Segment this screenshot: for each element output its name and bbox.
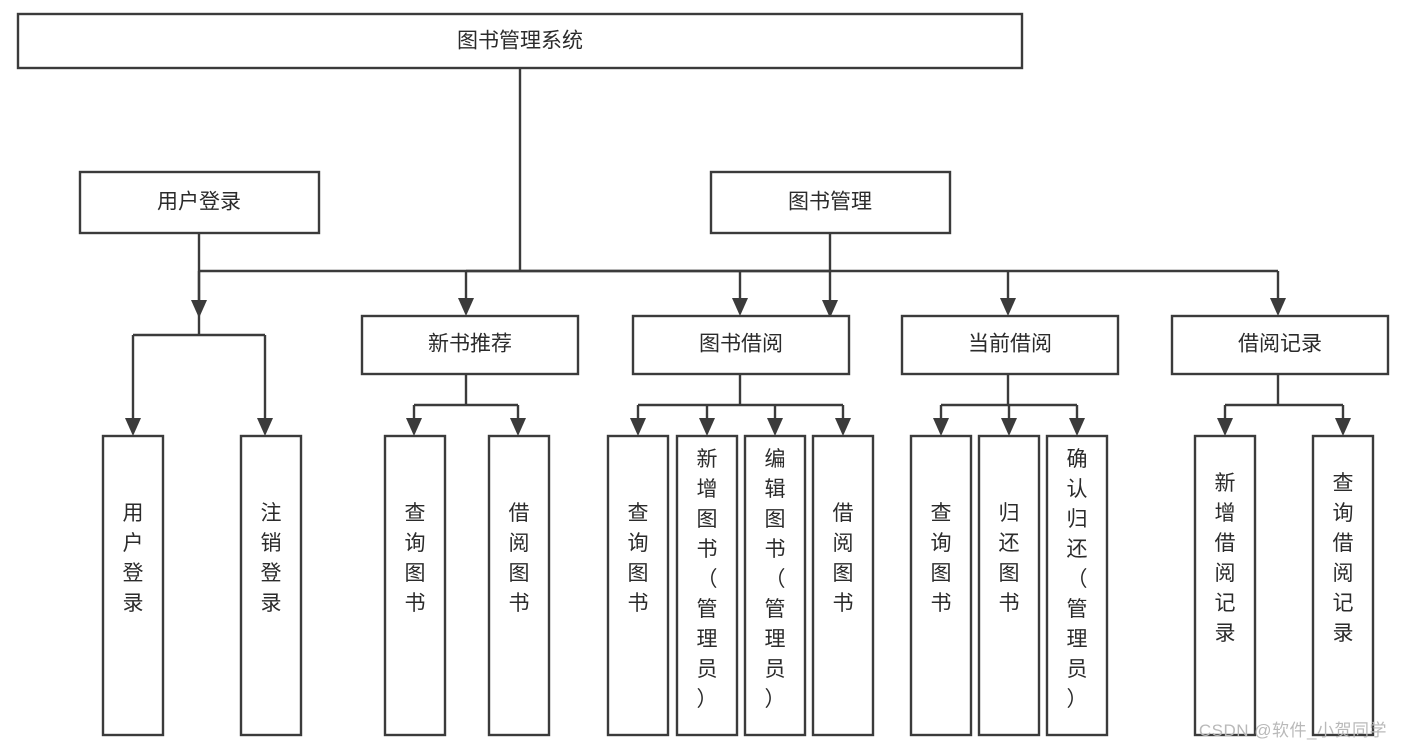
node-leaf-confirm-return-box[interactable] bbox=[1045, 434, 1109, 737]
edge-layer bbox=[125, 68, 1351, 436]
node-new-book-recommend-label: 新书推荐 bbox=[428, 333, 512, 356]
node-leaf-add-record-box[interactable] bbox=[1193, 434, 1257, 737]
node-leaf-query-book-1-box[interactable] bbox=[383, 434, 447, 737]
node-book-borrow-label: 图书借阅 bbox=[699, 333, 783, 356]
node-leaf-return-book-label: 归还图书 bbox=[999, 502, 1020, 615]
node-leaf-user-logout-label: 注销登录 bbox=[261, 502, 282, 615]
arrow-leaf-user-logout bbox=[257, 418, 273, 436]
node-leaf-query-book-2-box[interactable] bbox=[606, 434, 670, 737]
node-book-management[interactable]: 图书管理 bbox=[709, 170, 952, 235]
node-leaf-query-book-1[interactable]: 查询图书 bbox=[383, 434, 447, 737]
node-root-box[interactable] bbox=[16, 12, 1024, 70]
node-borrow-record-label: 借阅记录 bbox=[1238, 333, 1322, 356]
node-user-login-box[interactable] bbox=[78, 170, 321, 235]
node-leaf-confirm-return[interactable]: 确认归还（管理员） bbox=[1045, 434, 1109, 737]
node-leaf-return-book[interactable]: 归还图书 bbox=[977, 434, 1041, 737]
arrow-leaf-add-book bbox=[699, 418, 715, 436]
node-user-login[interactable]: 用户登录 bbox=[78, 170, 321, 235]
node-leaf-borrow-book-1-label: 借阅图书 bbox=[509, 502, 530, 615]
node-book-borrow[interactable]: 图书借阅 bbox=[631, 314, 851, 376]
node-leaf-query-book-1-label: 查询图书 bbox=[405, 502, 426, 615]
node-leaf-user-logout[interactable]: 注销登录 bbox=[239, 434, 303, 737]
node-book-management-box[interactable] bbox=[709, 170, 952, 235]
node-leaf-query-record-box[interactable] bbox=[1311, 434, 1375, 737]
node-leaf-user-login-label: 用户登录 bbox=[123, 502, 144, 615]
arrow-leaf-return-book bbox=[1001, 418, 1017, 436]
node-new-book-recommend-box[interactable] bbox=[360, 314, 580, 376]
node-leaf-borrow-book-2[interactable]: 借阅图书 bbox=[811, 434, 875, 737]
node-leaf-edit-book-label: 编辑图书（管理员） bbox=[765, 448, 786, 711]
node-leaf-edit-book-box[interactable] bbox=[743, 434, 807, 737]
node-leaf-query-record-label: 查询借阅记录 bbox=[1333, 472, 1354, 645]
node-leaf-add-book[interactable]: 新增图书（管理员） bbox=[675, 434, 739, 737]
node-new-book-recommend[interactable]: 新书推荐 bbox=[360, 314, 580, 376]
node-root-label: 图书管理系统 bbox=[457, 30, 583, 53]
node-leaf-user-login-box[interactable] bbox=[101, 434, 165, 737]
arrow-leaf-add-record bbox=[1217, 418, 1233, 436]
node-borrow-record-box[interactable] bbox=[1170, 314, 1390, 376]
arrow-leaf-query-record bbox=[1335, 418, 1351, 436]
node-root[interactable]: 图书管理系统 bbox=[16, 12, 1024, 70]
node-user-login-label: 用户登录 bbox=[157, 191, 241, 214]
node-leaf-query-record[interactable]: 查询借阅记录 bbox=[1311, 434, 1375, 737]
node-leaf-query-book-3-label: 查询图书 bbox=[931, 502, 952, 615]
node-leaf-query-book-3-box[interactable] bbox=[909, 434, 973, 737]
node-leaf-query-book-2-label: 查询图书 bbox=[628, 502, 649, 615]
arrow-book-borrow bbox=[732, 298, 748, 316]
node-book-management-label: 图书管理 bbox=[788, 191, 872, 214]
node-leaf-borrow-book-1-box[interactable] bbox=[487, 434, 551, 737]
node-leaf-add-book-label: 新增图书（管理员） bbox=[697, 448, 718, 711]
node-current-borrow[interactable]: 当前借阅 bbox=[900, 314, 1120, 376]
node-leaf-borrow-book-2-box[interactable] bbox=[811, 434, 875, 737]
arrow-leaf-borrow-book-1 bbox=[510, 418, 526, 436]
node-leaf-add-record-label: 新增借阅记录 bbox=[1215, 472, 1236, 645]
node-leaf-query-book-2[interactable]: 查询图书 bbox=[606, 434, 670, 737]
arrow-leaf-query-book-3 bbox=[933, 418, 949, 436]
node-leaf-return-book-box[interactable] bbox=[977, 434, 1041, 737]
arrow-leaf-user-login bbox=[125, 418, 141, 436]
node-leaf-borrow-book-2-label: 借阅图书 bbox=[833, 502, 854, 615]
node-book-borrow-box[interactable] bbox=[631, 314, 851, 376]
arrow-leaf-query-book-2 bbox=[630, 418, 646, 436]
node-current-borrow-label: 当前借阅 bbox=[968, 333, 1052, 356]
node-borrow-record[interactable]: 借阅记录 bbox=[1170, 314, 1390, 376]
node-leaf-edit-book[interactable]: 编辑图书（管理员） bbox=[743, 434, 807, 737]
arrow-current-borrow bbox=[1000, 298, 1016, 316]
arrow-new-book-recommend bbox=[458, 298, 474, 316]
node-leaf-confirm-return-label: 确认归还（管理员） bbox=[1067, 448, 1088, 711]
arrow-book-management bbox=[822, 300, 838, 318]
node-current-borrow-box[interactable] bbox=[900, 314, 1120, 376]
arrow-borrow-record bbox=[1270, 298, 1286, 316]
arrow-leaf-confirm-return bbox=[1069, 418, 1085, 436]
node-leaf-add-book-box[interactable] bbox=[675, 434, 739, 737]
node-leaf-borrow-book-1[interactable]: 借阅图书 bbox=[487, 434, 551, 737]
arrow-leaf-borrow-book-2 bbox=[835, 418, 851, 436]
arrow-leaf-query-book-1 bbox=[406, 418, 422, 436]
node-leaf-query-book-3[interactable]: 查询图书 bbox=[909, 434, 973, 737]
node-leaf-user-login[interactable]: 用户登录 bbox=[101, 434, 165, 737]
csdn-watermark: CSDN @软件_小贺同学 bbox=[1198, 721, 1387, 740]
node-leaf-user-logout-box[interactable] bbox=[239, 434, 303, 737]
node-leaf-add-record[interactable]: 新增借阅记录 bbox=[1193, 434, 1257, 737]
arrow-leaf-edit-book bbox=[767, 418, 783, 436]
